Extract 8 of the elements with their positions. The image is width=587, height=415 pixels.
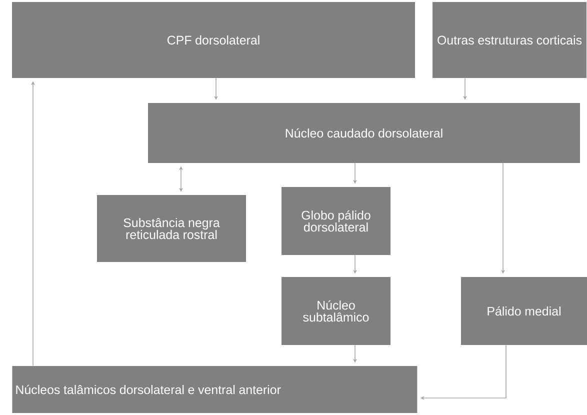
process-box: Substância negra reticulada rostral [97,195,246,262]
process-box: Outras estruturas corticais [432,2,586,78]
process-box: Globo pálido dorsolateral [282,187,390,255]
process-box: Núcleo caudado dorsolateral [148,103,580,163]
process-box: Pálido medial [461,277,587,345]
process-box: Núcleos talâmicos dorsolateral e ventral anterior [12,366,418,413]
process-box: Núcleo subtalâmico [282,277,390,345]
process-box: CPF dorsolateral [12,2,415,78]
